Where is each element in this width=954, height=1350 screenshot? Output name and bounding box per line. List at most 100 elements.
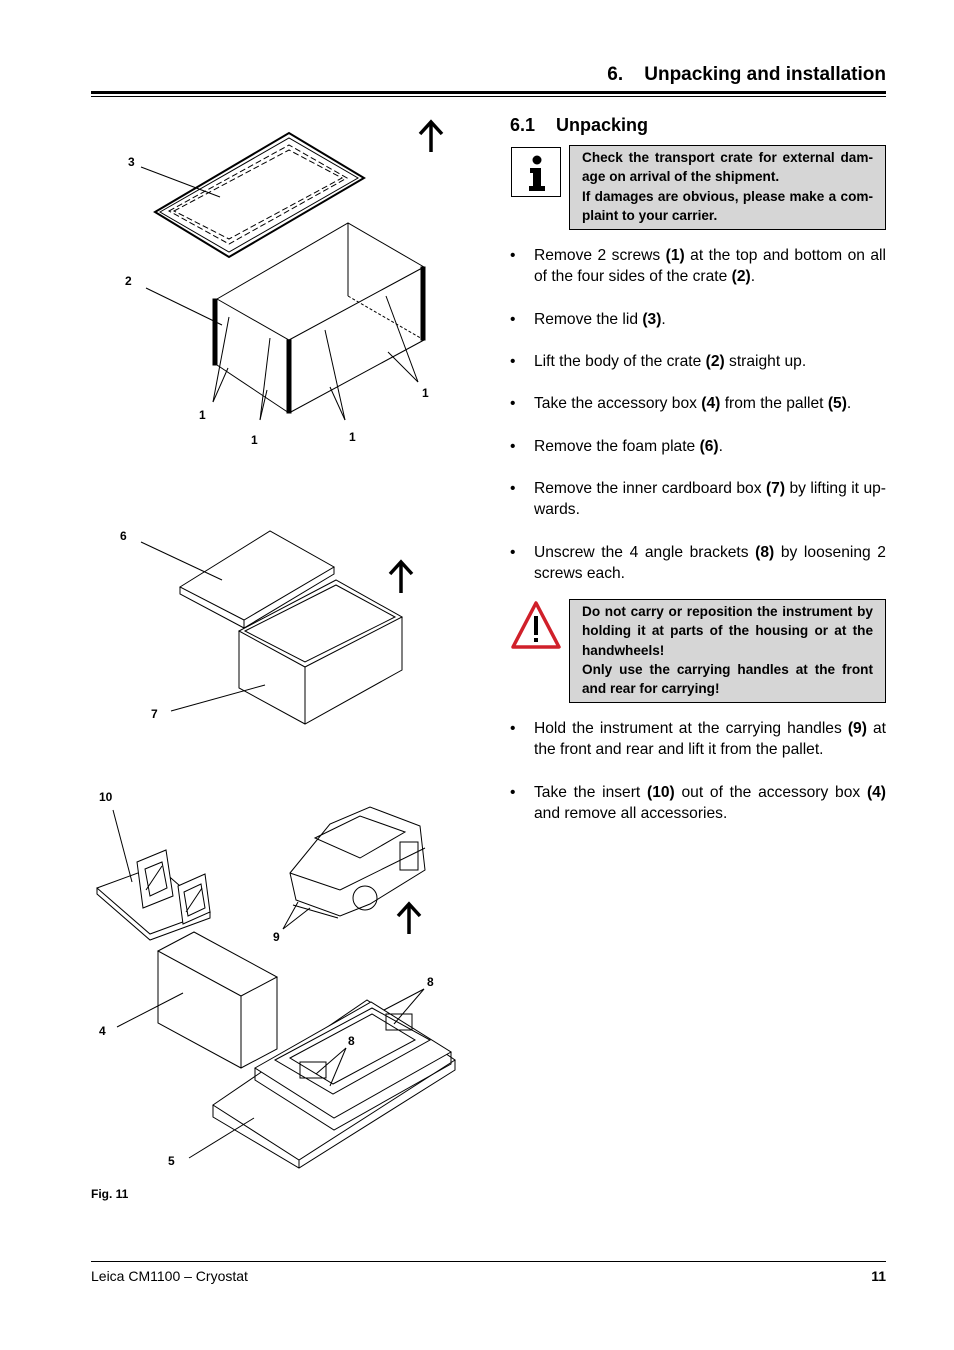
step-item: • Remove the foam plate (6).	[510, 436, 886, 457]
callout-accessory-box: 4	[99, 1024, 106, 1038]
step-item: • Remove 2 screws (1) at the top and bott…	[510, 245, 886, 288]
warning-note: Do not carry or reposition the instrumen…	[569, 599, 886, 704]
accessory-box	[156, 931, 279, 1069]
page-number: 11	[871, 1268, 886, 1284]
callout-screws: 1	[422, 386, 429, 400]
callout-screws: 1	[199, 408, 206, 422]
callout-inner-box: 7	[151, 707, 158, 721]
crate-lid	[153, 131, 366, 259]
step-text-part: Lift the body of the crate	[534, 353, 706, 370]
footer-product: Leica CM1100 – Cryostat	[91, 1268, 248, 1284]
step-text: Take the accessory box (4) from the pall…	[534, 393, 886, 414]
step-text-part: .	[846, 395, 852, 412]
step-text-part: Remove 2 screws	[534, 247, 666, 264]
section-heading: 6.1 Unpacking	[510, 115, 648, 136]
arrow-up-icon	[388, 559, 414, 593]
header-rule-thin	[91, 96, 886, 97]
bullet-dot: •	[510, 311, 516, 328]
item-reference: (9)	[847, 720, 867, 737]
step-text: Hold the instrument at the carrying hand…	[534, 718, 886, 761]
step-text-part: Remove the inner cardboard box	[534, 480, 766, 497]
item-reference: (10)	[647, 784, 675, 801]
step-text-part: Take the insert	[534, 784, 647, 801]
callout-insert: 10	[99, 790, 113, 804]
step-text-part: .	[661, 311, 666, 328]
bullet-dot: •	[510, 480, 516, 497]
step-text-part: at the front and rear and lift it from t…	[534, 720, 886, 759]
arrow-up-icon	[396, 901, 422, 934]
info-note-line1: Check the transport crate for external d…	[582, 150, 873, 185]
item-reference: (8)	[755, 544, 775, 561]
step-text-part: by loosening 2 screws each.	[534, 544, 886, 583]
step-text-part: .	[718, 438, 723, 455]
callout-brackets: 8	[348, 1034, 355, 1048]
bullet-dot: •	[510, 544, 516, 561]
item-reference: (2)	[731, 268, 751, 286]
step-text-part: out of the accessory box	[674, 784, 867, 801]
step-text: Unscrew the 4 angle brackets (8) by loos…	[534, 542, 886, 585]
insert	[96, 849, 211, 941]
step-text-part: at the top and bottom on all of the four…	[534, 247, 886, 286]
item-reference: (3)	[642, 311, 662, 328]
item-reference: (2)	[705, 353, 725, 370]
bullet-dot: •	[510, 438, 516, 455]
inner-box	[237, 579, 404, 725]
step-item: • Remove the inner cardboard box (7) by l…	[510, 478, 886, 521]
step-text: Take the insert (10) out of the accessor…	[534, 782, 886, 825]
info-icon	[511, 147, 561, 197]
step-item: • Lift the body of the crate (2) straight…	[510, 351, 886, 372]
step-text: Remove the lid (3).	[534, 309, 886, 330]
item-reference: (4)	[866, 784, 886, 801]
callout-lid: 3	[128, 155, 135, 169]
item-reference: (7)	[765, 480, 786, 497]
step-item: • Take the insert (10) out of the accesso…	[510, 782, 886, 825]
chapter-title: 6. Unpacking and installation	[607, 64, 886, 85]
section-title: Unpacking	[556, 115, 649, 135]
header-rule-thick	[91, 91, 886, 94]
step-text: Remove the inner cardboard box (7) by li…	[534, 478, 886, 521]
pallet	[212, 999, 456, 1169]
crate-body	[212, 222, 426, 414]
step-text: Remove the foam plate (6).	[534, 436, 886, 457]
bullet-dot: •	[510, 784, 516, 801]
arrow-up-icon	[418, 119, 444, 152]
callout-brackets: 8	[427, 975, 434, 989]
figure-label: Fig. 11	[91, 1187, 129, 1201]
step-text-part: straight up.	[724, 353, 807, 370]
step-text-part: Hold the instrument at the carrying hand…	[534, 720, 848, 737]
step-item: • Hold the instrument at the carrying han…	[510, 718, 886, 761]
warning-note-line1: Do not carry or reposition the instrumen…	[582, 604, 873, 658]
section-number: 6.1	[510, 115, 536, 135]
callout-screws: 1	[349, 430, 356, 444]
bullet-dot: •	[510, 395, 516, 412]
step-item: • Take the accessory box (4) from the pal…	[510, 393, 886, 414]
item-reference: (5)	[827, 395, 847, 412]
step-text: Lift the body of the crate (2) straight …	[534, 351, 886, 372]
callout-screws: 1	[251, 433, 258, 447]
step-text-part: from the pallet	[720, 395, 828, 412]
info-note: Check the transport crate for external d…	[569, 145, 886, 231]
item-reference: (4)	[701, 395, 721, 412]
item-reference: (6)	[699, 438, 719, 455]
bullet-dot: •	[510, 247, 516, 264]
cryostat-instrument	[289, 806, 426, 919]
step-text-part: Remove the foam plate	[534, 438, 700, 455]
step-text-part: .	[750, 268, 756, 286]
callout-crate-body: 2	[125, 274, 132, 288]
step-text: Remove 2 screws (1) at the top and botto…	[534, 245, 886, 288]
bullet-dot: •	[510, 353, 516, 370]
step-text-part: by lifting it up-wards.	[534, 480, 886, 519]
item-reference: (1)	[665, 247, 685, 264]
callout-handles: 9	[273, 930, 280, 944]
step-item: • Remove the lid (3).	[510, 309, 886, 330]
info-note-line2: If damages are obvious, please make a co…	[582, 188, 873, 223]
callout-pallet: 5	[168, 1154, 175, 1168]
step-text-part: Take the accessory box	[534, 395, 702, 412]
footer-rule	[91, 1261, 886, 1262]
step-text-part: and remove all accessories.	[534, 805, 728, 823]
step-text-part: Unscrew the 4 angle brackets	[534, 544, 756, 561]
step-text-part: Remove the lid	[534, 311, 643, 328]
warning-note-line2: Only use the carrying handles at the fro…	[582, 661, 873, 697]
bullet-dot: •	[510, 720, 516, 737]
